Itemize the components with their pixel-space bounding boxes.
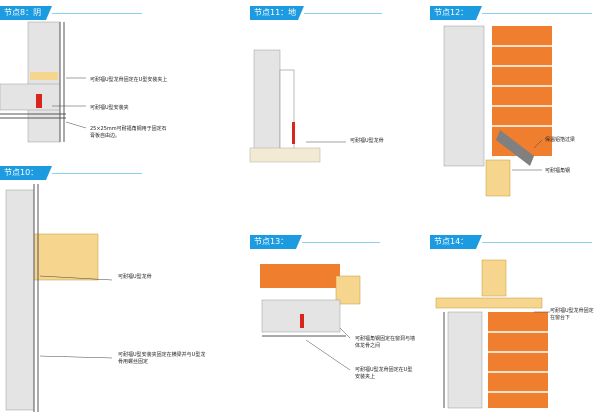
node13-header: 节点13：窗侧 [250, 235, 302, 260]
node8-floor-slab [0, 83, 61, 111]
node14-note-1: 可耐福U型龙骨固定在窗台下 [550, 308, 594, 321]
node8-diagram [0, 21, 87, 143]
node10-diagram [5, 184, 113, 412]
node8-rule [52, 13, 142, 14]
node8-insulation [30, 72, 58, 80]
node11-wall [253, 49, 281, 161]
node12-window-frame [485, 159, 511, 197]
node14-rule [482, 242, 592, 243]
node13-note-1: 可耐福角钢固定在窗洞与墙体龙骨之间 [355, 336, 416, 349]
node10-wall [5, 189, 35, 411]
node12-header: 节点12：窗顶 [430, 6, 482, 31]
node8-note-3: 25×25mm可耐福角钢用于固定石膏板自由边。 [90, 126, 167, 139]
node10-beam [33, 233, 99, 281]
node11-anchor [292, 122, 295, 144]
node12-note-1: 保温铝箔过梁 [545, 137, 576, 143]
node10-note-1: 可耐福U型龙骨 [118, 274, 152, 280]
node10-note-2: 可耐福U型安装夹固定在横梁并与U型龙骨用螺丝固定 [118, 352, 206, 365]
node14-brick-wall [488, 312, 548, 408]
node11-header: 节点11：地面 [250, 6, 304, 31]
node8-wall-concrete [27, 21, 61, 143]
node10-header: 节点10：顶部 [0, 166, 52, 191]
node11-floor [249, 147, 321, 163]
node13-rule [302, 242, 380, 243]
node12-lintel [496, 130, 534, 166]
node8-clip [36, 94, 42, 108]
node11-diagram [249, 49, 346, 163]
node14-sill [435, 297, 543, 309]
node12-diagram [443, 25, 552, 197]
node12-block-wall [443, 25, 485, 167]
node13-clip [300, 314, 304, 328]
node8-note-1: 可耐福U型龙骨固定在U型安装夹上 [90, 77, 168, 83]
node12-note-2: 可耐福角钢 [545, 168, 571, 174]
node11-skirting [279, 69, 295, 151]
node14-block-wall [447, 311, 483, 409]
node11-note-1: 可耐福U型龙骨 [350, 138, 384, 144]
node13-note-2: 可耐福U型龙骨固定在U型安装夹上 [355, 367, 413, 380]
node8-header: 节点8：阴角 [0, 6, 52, 31]
node8-note-2: 可耐福U型安装夹 [90, 105, 129, 111]
node13-window-frame [335, 275, 361, 305]
node14-window-frame [481, 259, 507, 297]
node10-rule [52, 173, 142, 174]
node12-rule [482, 13, 592, 14]
node14-diagram [435, 259, 550, 409]
node14-header: 节点14：窗台 [430, 235, 482, 260]
node13-brick-band [260, 264, 340, 288]
node11-rule [304, 13, 382, 14]
node13-diagram [260, 264, 361, 371]
